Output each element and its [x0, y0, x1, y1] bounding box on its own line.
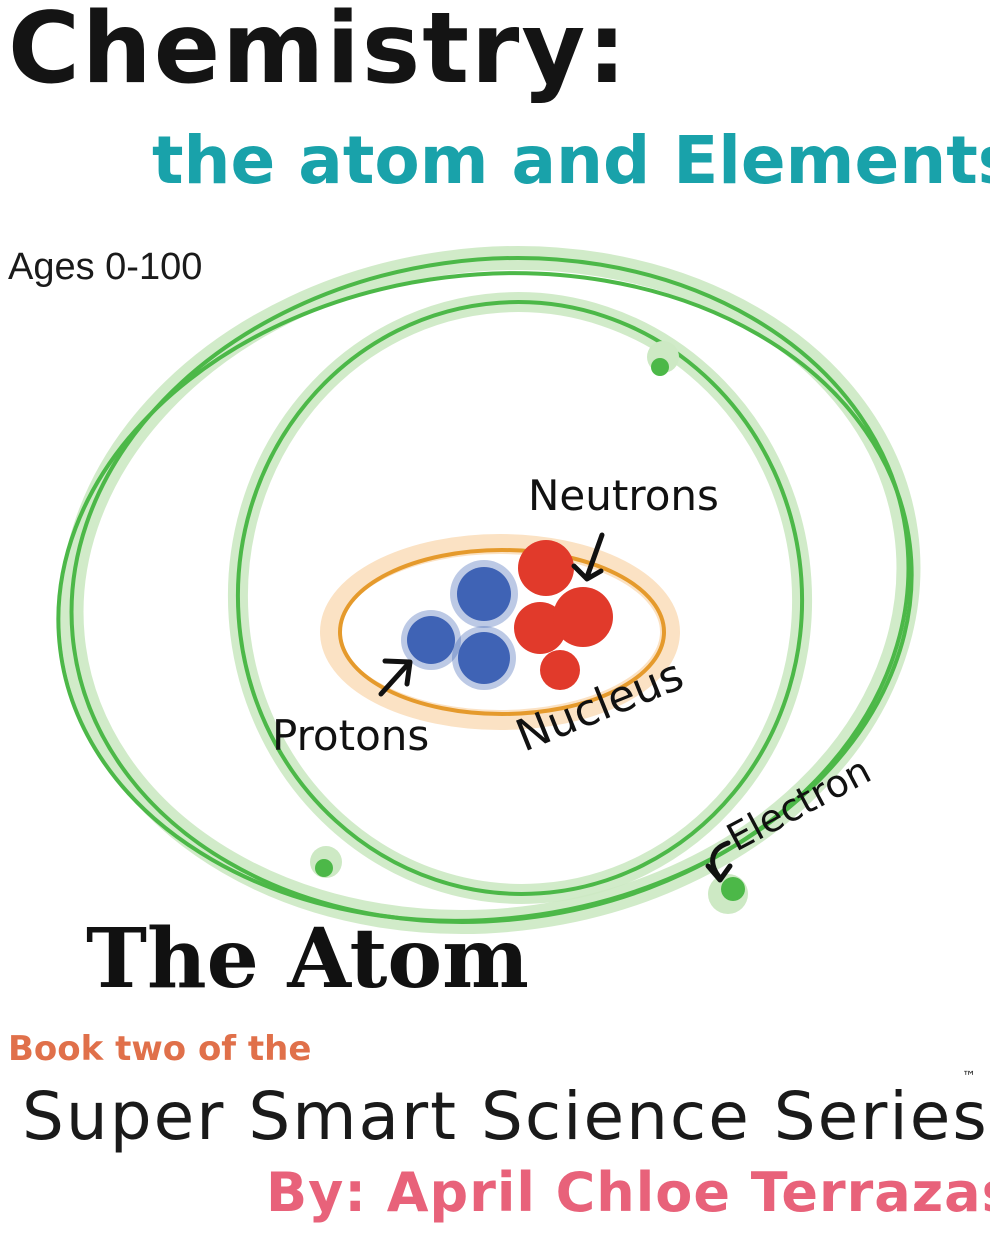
age-range: Ages 0-100: [8, 246, 203, 288]
outer-orbit: [56, 256, 914, 924]
arrow-electron-icon: [705, 840, 733, 883]
electron-bottom-right: [708, 874, 748, 914]
nucleus: [320, 534, 680, 730]
author-byline: By: April Chloe Terrazas: [266, 1161, 990, 1224]
neutrons: [514, 540, 613, 690]
arrow-neutrons-icon: [571, 532, 605, 582]
electron-bottom-left: [310, 846, 342, 878]
neutrons-label: Neutrons: [528, 471, 719, 520]
book-heading: The Atom: [86, 911, 529, 1007]
protons: [401, 560, 518, 690]
series-name: Super Smart Science Series: [22, 1078, 989, 1155]
book-subtitle: the atom and Elements: [152, 122, 990, 199]
book-title: Chemistry:: [8, 0, 629, 106]
arrow-protons-icon: [378, 658, 413, 697]
protons-label: Protons: [272, 711, 429, 760]
trademark-symbol: ™: [962, 1069, 976, 1085]
book-number-line: Book two of the: [8, 1029, 312, 1069]
inner-orbit: [235, 300, 805, 896]
electron-top: [647, 341, 679, 376]
nucleus-label: Nucleus: [509, 649, 690, 762]
